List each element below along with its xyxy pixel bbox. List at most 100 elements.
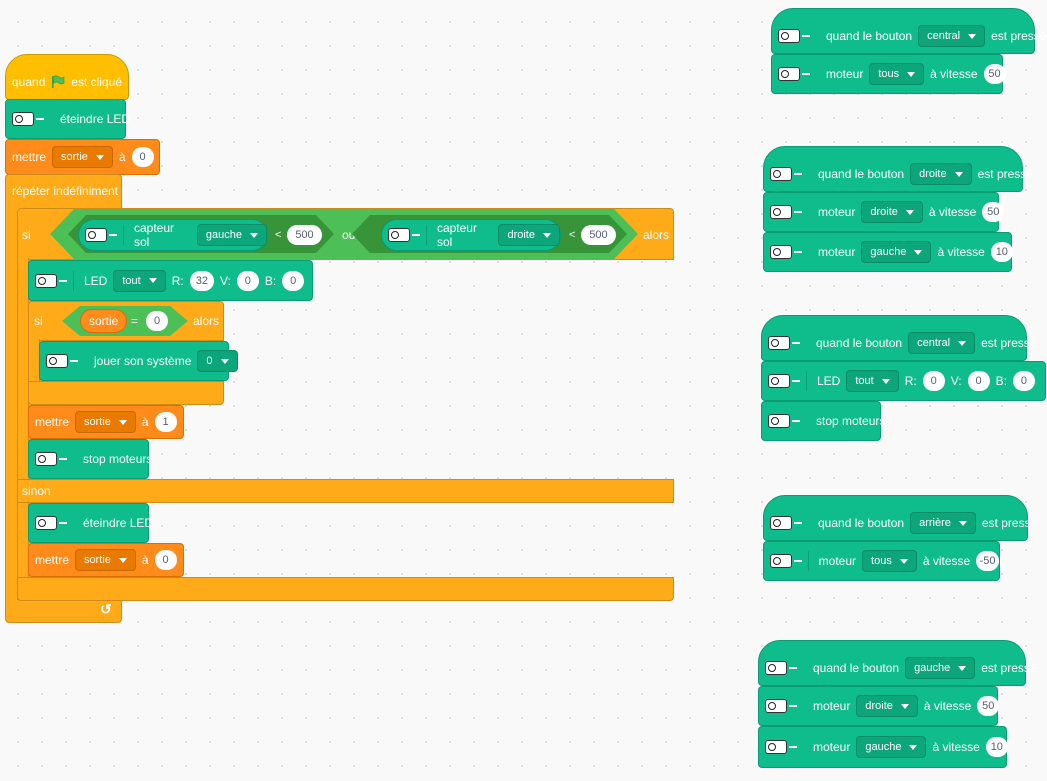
motor-target-dropdown[interactable]: droite [856,695,918,717]
pressed-label: est pressé [977,167,1033,181]
robot-icon [770,164,802,184]
speed-input[interactable]: 50 [977,696,1000,716]
led-target-dropdown[interactable]: tout [113,269,166,292]
speed-label: à vitesse [932,740,980,754]
speed-input[interactable]: 50 [982,202,1005,222]
robot-icon [12,109,44,129]
when-button-pressed-block[interactable]: quand le bouton droite est pressé [763,146,1033,192]
motor-target-dropdown[interactable]: gauche [856,736,927,758]
sound-dropdown[interactable]: 0 [197,350,238,372]
sensor-side-dropdown[interactable]: gauche [196,224,267,246]
threshold-input[interactable]: 500 [287,225,322,245]
value-input[interactable]: 1 [154,412,177,432]
when-flag-clicked-block[interactable]: quand est cliqué [5,54,129,100]
motor-label: moteur [818,245,856,259]
robot-icon [35,271,67,291]
set-led-block[interactable]: LED tout R: 0 V: 0 B: 0 [761,361,1046,401]
led-off-label: éteindre LED [60,112,131,126]
when-button-pressed-block[interactable]: quand le bouton central est pressé [771,8,1046,54]
robot-icon [770,551,802,571]
variable-dropdown[interactable]: sortie [52,146,113,168]
stop-motors-block[interactable]: stop moteurs [28,439,152,479]
motor-speed-block[interactable]: moteur tous à vitesse -50 [763,541,1000,581]
motor-speed-block[interactable]: moteur droite à vitesse 50 [763,192,1005,232]
motor-target-dropdown[interactable]: droite [861,201,923,223]
robot-icon [765,696,797,716]
speed-label: à vitesse [937,245,985,259]
led-target-dropdown[interactable]: tout [846,370,899,392]
separator [426,225,427,245]
sensor-side-dropdown[interactable]: droite [498,224,560,246]
robot-icon [85,225,117,245]
button-dropdown[interactable]: droite [910,163,972,185]
button-dropdown[interactable]: arrière [910,512,976,534]
sensor-right-reporter[interactable]: capteur sol droite [381,219,561,251]
r-input[interactable]: 32 [189,270,214,291]
stop-motors-block[interactable]: stop moteurs [761,401,885,441]
led-off-block[interactable]: éteindre LED [28,503,153,543]
b-input[interactable]: 0 [282,270,305,291]
speed-label: à vitesse [922,554,971,568]
button-dropdown[interactable]: central [918,25,986,47]
motor-speed-block[interactable]: moteur gauche à vitesse 10 [758,726,1008,768]
led-off-block[interactable]: éteindre LED [5,99,130,139]
set-led-block[interactable]: LED tout R: 32 V: 0 B: 0 [28,260,313,301]
when-button-pressed-block[interactable]: quand le bouton central est pressé [761,315,1036,361]
variable-reporter[interactable]: sortie [80,309,128,333]
when-button-pressed-block[interactable]: quand le bouton gauche est pressé [758,640,1037,686]
speed-input[interactable]: 50 [983,64,1006,84]
robot-icon [770,202,802,222]
motor-label: moteur [818,205,856,219]
button-dropdown[interactable]: central [908,332,976,354]
inner-if-label: si [34,314,43,328]
v-input[interactable]: 0 [236,270,259,291]
when-button-label: quand le bouton [818,516,905,530]
value-input[interactable]: 0 [154,550,177,570]
motor-label: moteur [818,554,857,568]
motor-speed-block[interactable]: moteur gauche à vitesse 10 [763,232,1013,272]
threshold-input[interactable]: 500 [581,225,616,245]
led-label: LED [84,273,108,288]
equals-input[interactable]: 0 [146,311,168,331]
variable-dropdown[interactable]: sortie [75,411,136,433]
motor-target-dropdown[interactable]: tous [869,63,925,85]
speed-input[interactable]: 10 [990,242,1013,262]
play-sound-block[interactable]: jouer son système 0 [39,341,238,381]
set-label: mettre [35,415,70,429]
v-label: V: [950,374,962,388]
speed-input[interactable]: 10 [985,737,1008,757]
motor-target-dropdown[interactable]: gauche [861,241,932,263]
set-label: mettre [35,553,70,567]
button-dropdown[interactable]: gauche [905,657,976,679]
to-label: à [141,415,149,429]
sensor-left-reporter[interactable]: capteur sol gauche [78,219,268,251]
when-button-pressed-block[interactable]: quand le bouton arrière est pressé [763,495,1037,541]
led-label: LED [817,374,841,388]
motor-speed-block[interactable]: moteur tous à vitesse 50 [771,54,1006,94]
b-label: B: [264,273,277,288]
stop-motors-label: stop moteurs [816,414,886,428]
b-input[interactable]: 0 [1012,371,1035,391]
speed-input[interactable]: -50 [976,551,999,571]
pressed-label: est pressé [981,661,1037,675]
separator [73,270,74,291]
robot-icon [768,333,800,353]
robot-icon [46,351,78,371]
else-label: sinon [22,484,51,498]
lt-label: < [569,229,576,241]
set-variable-block[interactable]: mettre sortie à 0 [28,543,184,577]
r-input[interactable]: 0 [922,371,945,391]
value-input[interactable]: 0 [131,147,154,167]
variable-dropdown[interactable]: sortie [75,549,136,571]
lt-label: < [275,229,282,241]
forever-label: répéter indéfiniment [12,184,119,198]
if-label: si [22,228,31,242]
v-input[interactable]: 0 [967,371,990,391]
motor-target-dropdown[interactable]: tous [862,550,917,572]
set-variable-block[interactable]: mettre sortie à 0 [5,139,160,175]
motor-speed-block[interactable]: moteur droite à vitesse 50 [758,686,1000,726]
robot-icon [768,371,800,391]
inner-then-label: alors [193,314,220,328]
set-variable-block[interactable]: mettre sortie à 1 [28,405,184,439]
robot-icon [778,64,810,84]
